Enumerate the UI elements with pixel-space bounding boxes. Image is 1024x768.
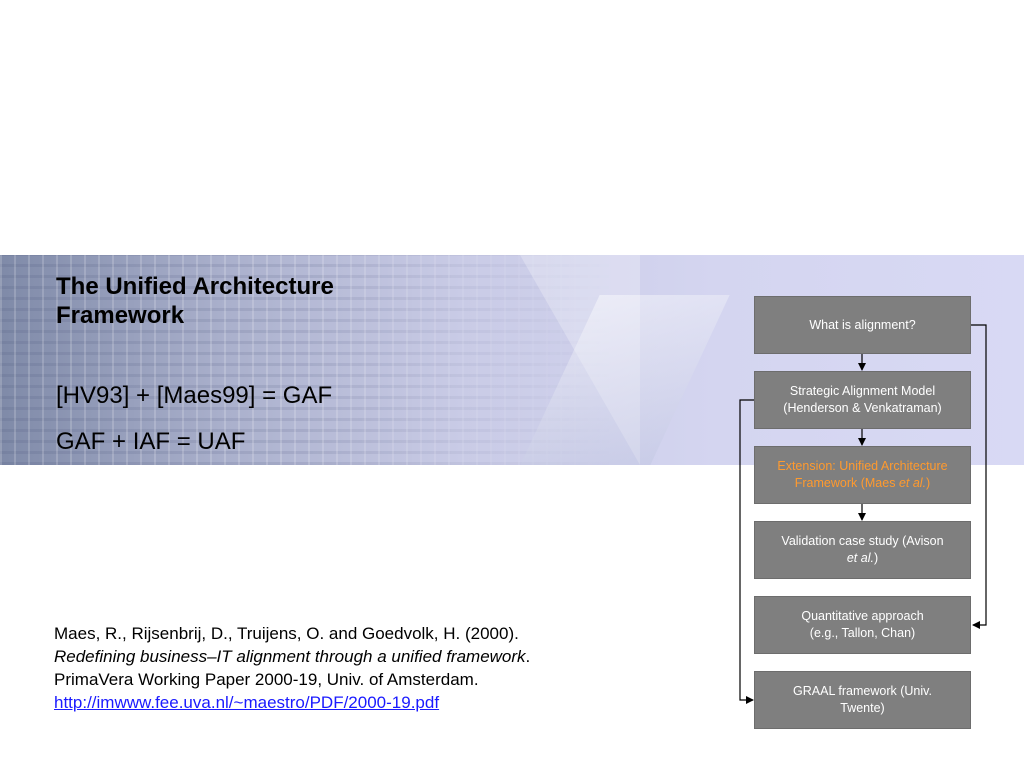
flow-box-label: GRAAL framework (Univ.	[793, 684, 932, 698]
laptop-shape	[520, 255, 640, 465]
flow-box-strategic-alignment-model: Strategic Alignment Model (Henderson & V…	[754, 371, 971, 429]
flow-box-label: What is alignment?	[809, 317, 916, 332]
flow-box-quantitative-approach: Quantitative approach (e.g., Tallon, Cha…	[754, 596, 971, 654]
flow-box-label: Strategic Alignment Model	[789, 384, 936, 398]
flow-box-label: Framework (Maes	[794, 476, 899, 490]
flow-box-label-italic: et al.	[898, 476, 927, 490]
flow-box-label: (Henderson & Venkatraman)	[783, 401, 942, 415]
flow-box-label: )	[873, 551, 879, 565]
equation-uaf: GAF + IAF = UAF	[56, 428, 246, 455]
flow-box-unified-architecture-framework: Extension: Unified Architecture Framewor…	[754, 446, 971, 504]
flow-box-label-line: et al.)	[781, 550, 943, 567]
reference-link[interactable]: http://imwww.fee.uva.nl/~maestro/PDF/200…	[54, 693, 440, 712]
slide-title: The Unified Architecture Framework	[56, 273, 334, 329]
flow-box-what-is-alignment: What is alignment?	[754, 296, 971, 354]
flow-box-label: (e.g., Tallon, Chan)	[809, 626, 916, 640]
equation-gaf: [HV93] + [Maes99] = GAF	[56, 382, 333, 409]
reference-title: Redefining business–IT alignment through…	[54, 647, 526, 666]
flow-box-validation-case-study: Validation case study (Avison et al.)	[754, 521, 971, 579]
flow-box-label: Extension: Unified Architecture	[777, 459, 948, 473]
flow-box-label: Twente)	[840, 701, 885, 715]
flow-box-label: )	[926, 476, 931, 490]
reference-authors: Maes, R., Rijsenbrij, D., Truijens, O. a…	[54, 624, 519, 643]
reference-citation: Maes, R., Rijsenbrij, D., Truijens, O. a…	[54, 622, 654, 714]
circuit-texture	[0, 255, 1024, 465]
arrow-right-loop	[971, 324, 987, 629]
arrow-left-loop	[739, 399, 754, 704]
header-banner-image	[0, 255, 1024, 465]
flow-box-graal-framework: GRAAL framework (Univ. Twente)	[754, 671, 971, 729]
flow-box-label: Quantitative approach	[801, 609, 924, 623]
flow-box-label: Validation case study (Avison	[781, 534, 944, 548]
flow-box-label-line: Framework (Maes et al.)	[777, 475, 947, 492]
reference-title-line: Redefining business–IT alignment through…	[54, 645, 654, 668]
reference-title-period: .	[525, 647, 531, 666]
flow-box-label-italic: et al.	[846, 551, 874, 565]
reference-publisher: PrimaVera Working Paper 2000-19, Univ. o…	[54, 670, 479, 689]
